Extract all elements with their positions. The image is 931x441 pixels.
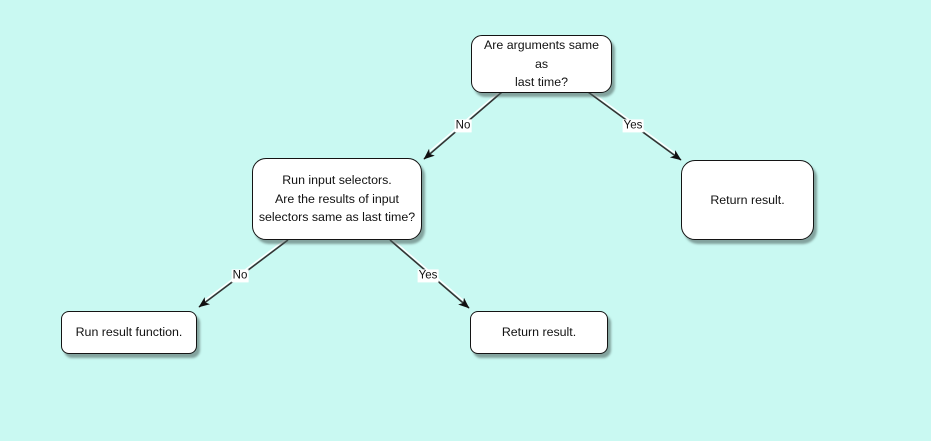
flow-node-return-result-bottom: Return result. [470,311,608,354]
node-label: Run result function. [75,325,183,340]
edge-label-no-root: No [454,119,472,133]
flow-node-run-result-function: Run result function. [61,311,197,354]
edge-label-no-selectors: No [231,269,249,283]
flow-node-return-result-right: Return result. [681,160,814,240]
edge-label-yes-selectors: Yes [417,269,439,283]
node-label: Run input selectors. Are the results of … [258,173,416,225]
node-label: Return result. [501,325,577,340]
flow-node-question-selectors: Run input selectors. Are the results of … [252,158,422,240]
node-label: Return result. [710,192,785,207]
node-label: Are arguments same as last time? [483,38,599,90]
edge-label-yes-root: Yes [622,119,644,133]
flow-node-question-arguments: Are arguments same as last time? [471,35,612,93]
